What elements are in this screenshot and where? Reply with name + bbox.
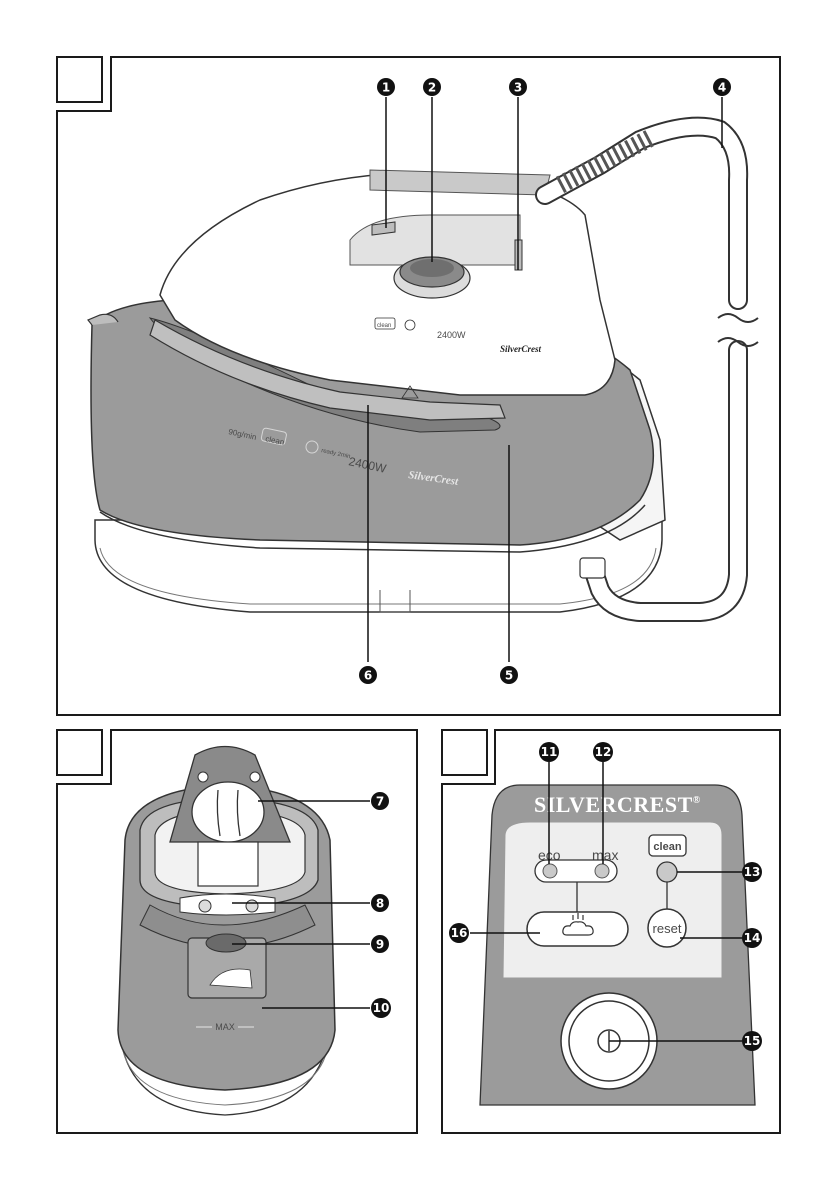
callout-14: 14 <box>742 928 762 948</box>
callout-6: 6 <box>359 666 377 684</box>
svg-text:15: 15 <box>744 1034 761 1048</box>
svg-text:3: 3 <box>514 81 522 95</box>
reset-label: reset <box>653 921 682 936</box>
callout-12: 12 <box>593 742 613 762</box>
panel-brand-label: SILVERCREST® <box>534 792 701 817</box>
callout-4: 4 <box>713 78 731 96</box>
svg-text:6: 6 <box>364 669 372 683</box>
callout-1: 1 <box>377 78 395 96</box>
callout-8: 8 <box>371 894 389 912</box>
callout-9: 9 <box>371 935 389 953</box>
iron-brand-label: SilverCrest <box>500 344 542 354</box>
callout-11: 11 <box>539 742 559 762</box>
callout-2: 2 <box>423 78 441 96</box>
temperature-dial <box>394 257 470 298</box>
max-indicator-light <box>595 864 609 878</box>
svg-text:14: 14 <box>744 931 761 945</box>
svg-text:13: 13 <box>744 865 761 879</box>
tank-max-label: MAX <box>215 1022 235 1032</box>
water-tank-illustration: MAX <box>118 747 335 1116</box>
svg-text:16: 16 <box>451 926 468 940</box>
svg-text:10: 10 <box>373 1001 390 1015</box>
callout-16: 16 <box>449 923 469 943</box>
callout-15: 15 <box>742 1031 762 1051</box>
callout-3: 3 <box>509 78 527 96</box>
svg-text:11: 11 <box>541 745 558 759</box>
svg-text:2: 2 <box>428 81 436 95</box>
svg-text:clean: clean <box>377 323 391 329</box>
svg-text:12: 12 <box>595 745 612 759</box>
svg-text:7: 7 <box>376 795 384 809</box>
callout-5: 5 <box>500 666 518 684</box>
control-panel-illustration: SILVERCREST® eco max clean reset <box>480 785 755 1105</box>
clean-indicator-light <box>657 862 677 882</box>
svg-text:4: 4 <box>718 81 726 95</box>
svg-text:9: 9 <box>376 938 384 952</box>
clean-label: clean <box>653 841 681 853</box>
steam-station-illustration: 90g/min clean ready 2min 2400W SilverCre… <box>88 127 758 612</box>
callout-10: 10 <box>371 998 391 1018</box>
callout-13: 13 <box>742 862 762 882</box>
svg-text:1: 1 <box>382 81 390 95</box>
svg-text:8: 8 <box>376 897 384 911</box>
callout-7: 7 <box>371 792 389 810</box>
iron-power-label: 2400W <box>437 330 466 340</box>
eco-indicator-light <box>543 864 557 878</box>
svg-text:5: 5 <box>505 669 513 683</box>
